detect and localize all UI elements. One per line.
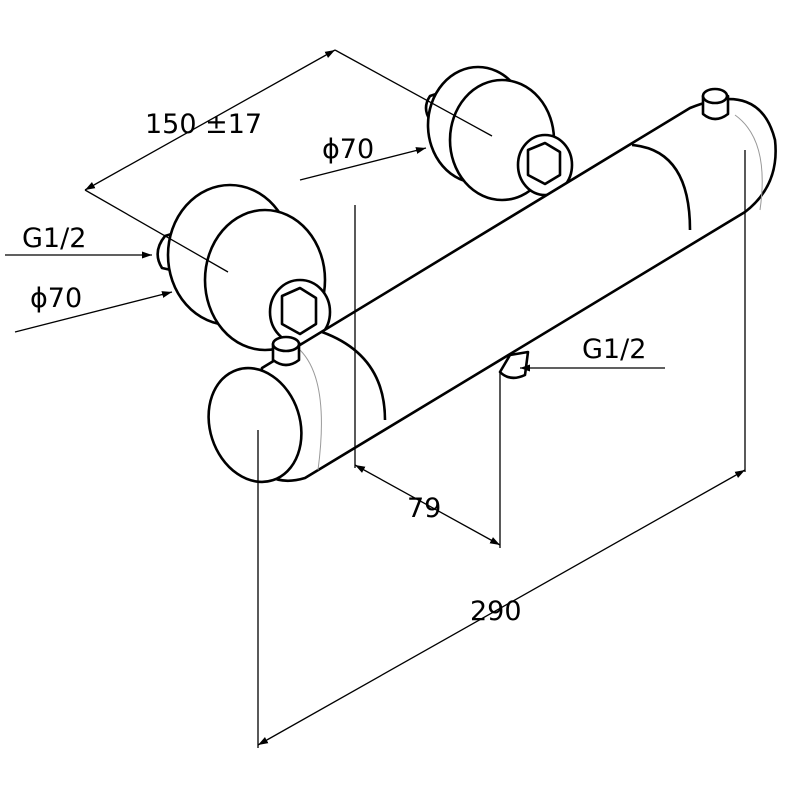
inlet-spacing-label: 150 ±17 xyxy=(145,109,262,140)
mixer-body xyxy=(207,87,777,484)
right-wall-flange xyxy=(424,65,574,202)
left-knob-pin xyxy=(271,335,301,367)
dimension-lines xyxy=(5,49,746,746)
total-length-dimension xyxy=(257,469,746,746)
left-wall-flange xyxy=(156,183,332,352)
top-knob-pin xyxy=(701,87,730,121)
outlet-thread-label: G1/2 xyxy=(582,334,646,365)
outlet-offset-label: 79 xyxy=(407,493,441,524)
top-diameter-leader xyxy=(299,147,427,181)
inlet-spacing-dimension xyxy=(84,49,336,191)
left-diameter-label: ϕ70 xyxy=(30,283,82,314)
left-diameter-leader xyxy=(14,291,173,333)
top-diameter-label: ϕ70 xyxy=(322,134,374,165)
left-thread-label: G1/2 xyxy=(22,223,86,254)
left-groove-ring xyxy=(321,330,387,421)
total-length-label: 290 xyxy=(470,596,522,627)
